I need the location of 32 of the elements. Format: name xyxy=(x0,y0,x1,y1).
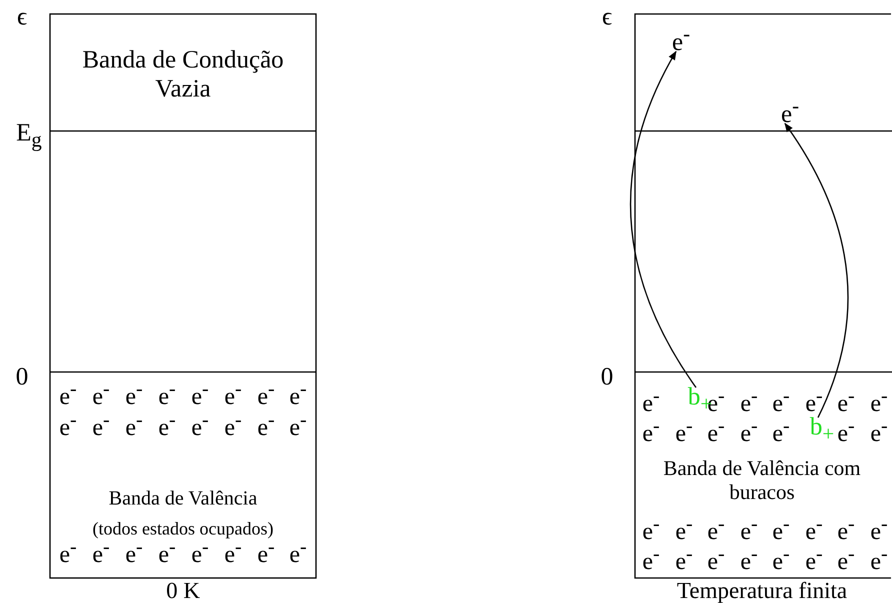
electron-symbol: e$^{-}$ xyxy=(672,22,690,58)
axis-label: 0 xyxy=(16,364,28,392)
electron-symbol: e$^{-}$ xyxy=(191,378,209,412)
electron-symbol: e$^{-}$ xyxy=(224,378,242,412)
caption: 0 K xyxy=(166,578,200,603)
band-label: Banda de Condução Vazia xyxy=(81,46,285,104)
electron-symbol: e$^{-}$ xyxy=(59,378,77,412)
electron-symbol: e$^{-}$ xyxy=(289,409,307,443)
electron-symbol: e$^{-}$ xyxy=(257,378,275,412)
axis-label: 0 xyxy=(600,364,614,392)
electron-symbol: e$^{-}$ xyxy=(125,409,143,443)
electron-symbol: e$^{-}$ xyxy=(780,94,800,130)
electron-symbol: e$^{-}$ xyxy=(257,409,275,443)
caption: Temperatura finita xyxy=(676,578,848,603)
electron-symbol: e$^{-}$ xyxy=(289,536,307,570)
electron-symbol: e$^{-}$ xyxy=(158,378,176,412)
electron-symbol: e$^{-}$ xyxy=(125,378,143,412)
electron-symbol: e$^{-}$ xyxy=(59,409,77,443)
electron-symbol: e$^{-}$ xyxy=(92,409,110,443)
electron-symbol: e$^{-}$ xyxy=(92,378,110,412)
electron-symbol: e$^{-}$ xyxy=(191,409,209,443)
electron-symbol: e$^{-}$ xyxy=(707,415,725,449)
axis-label: ϵ xyxy=(16,4,28,32)
electron-symbol: e$^{-}$ xyxy=(158,409,176,443)
electron-symbol: e$^{-}$ xyxy=(675,415,693,449)
electron-symbol: e$^{-}$ xyxy=(59,536,77,570)
axis-label: ϵ xyxy=(602,4,612,32)
electron-symbol: e$^{-}$ xyxy=(289,378,307,412)
band-label: Banda de Valência xyxy=(108,488,258,510)
band-label: Banda de Valência com buracos xyxy=(662,456,862,504)
electron-symbol: e$^{-}$ xyxy=(224,409,242,443)
axis-label: E$_{g}$ xyxy=(16,120,42,152)
